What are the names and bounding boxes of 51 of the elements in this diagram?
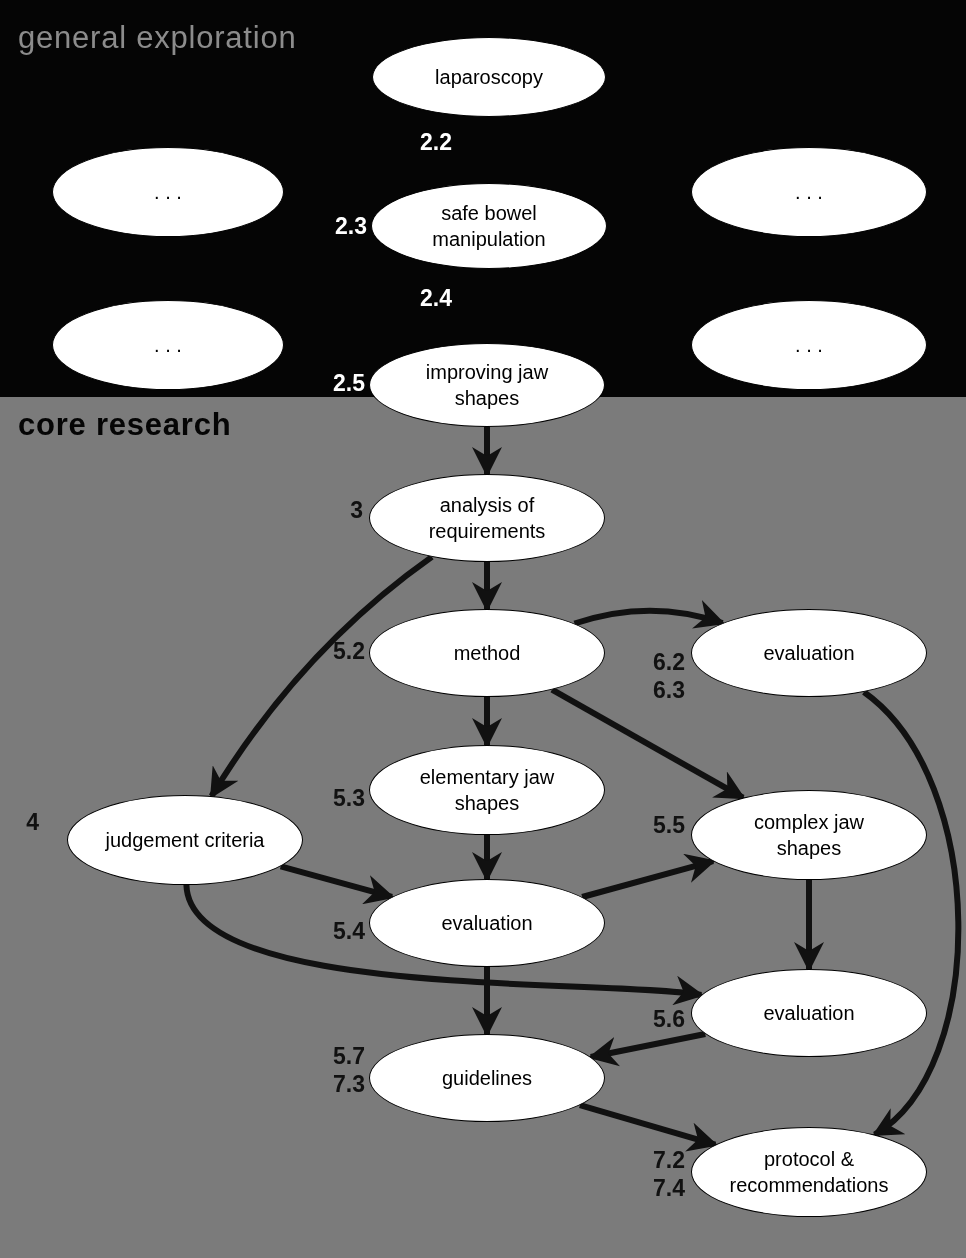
section-number: 5.5 [653, 811, 685, 839]
node-label: evaluation [763, 641, 855, 666]
node-label: guidelines [441, 1066, 533, 1091]
section-number: 5.7 [333, 1042, 365, 1070]
section-number: 7.3 [333, 1070, 365, 1098]
arrow [183, 884, 705, 1007]
section-title: core research [18, 409, 232, 440]
node-label: judgement criteria [105, 828, 265, 853]
arrow [472, 697, 502, 748]
arrow [794, 880, 824, 972]
section-number: 6.3 [653, 676, 685, 704]
section-number: 2.5 [333, 369, 365, 397]
arrow [861, 689, 962, 1137]
node-label: elementary jaw shapes [418, 765, 556, 816]
section-number: 6.2 [653, 648, 685, 676]
arrow [472, 427, 502, 477]
node-label: complex jaw shapes [752, 810, 865, 861]
arrow [581, 853, 716, 900]
node-label: improving jaw shapes [424, 360, 550, 411]
section-number: 3 [350, 496, 363, 524]
node-label: method [453, 641, 521, 666]
node-label: analysis of requirements [427, 493, 547, 544]
arrow [472, 967, 502, 1037]
section-number: 2.3 [335, 212, 367, 240]
section-number: 5.6 [653, 1005, 685, 1033]
section-title: general exploration [18, 22, 297, 53]
section-number: 5.2 [333, 637, 365, 665]
node-label: . . . [795, 180, 823, 205]
node-label: protocol & recommendations [728, 1147, 890, 1198]
node-label: . . . [154, 333, 182, 358]
section-number: 7.4 [653, 1174, 685, 1202]
section-number: 7.2 [653, 1146, 685, 1174]
arrow [550, 687, 746, 801]
section-number: 5.3 [333, 784, 365, 812]
arrow [472, 835, 502, 882]
arrow [472, 562, 502, 612]
node-label: evaluation [441, 911, 533, 936]
node-label: laparoscopy [435, 65, 543, 90]
node-label: . . . [795, 333, 823, 358]
node-label: safe bowel manipulation [431, 201, 547, 252]
section-number: 2.4 [420, 284, 452, 312]
arrow [209, 554, 434, 799]
arrow [279, 863, 395, 905]
arrow [573, 600, 726, 630]
section-number: 2.2 [420, 128, 452, 156]
node-label: evaluation [763, 1001, 855, 1026]
node-label: . . . [154, 180, 182, 205]
arrow [579, 1102, 719, 1152]
section-number: 4 [26, 808, 39, 836]
arrow [587, 1031, 706, 1067]
section-number: 5.4 [333, 917, 365, 945]
